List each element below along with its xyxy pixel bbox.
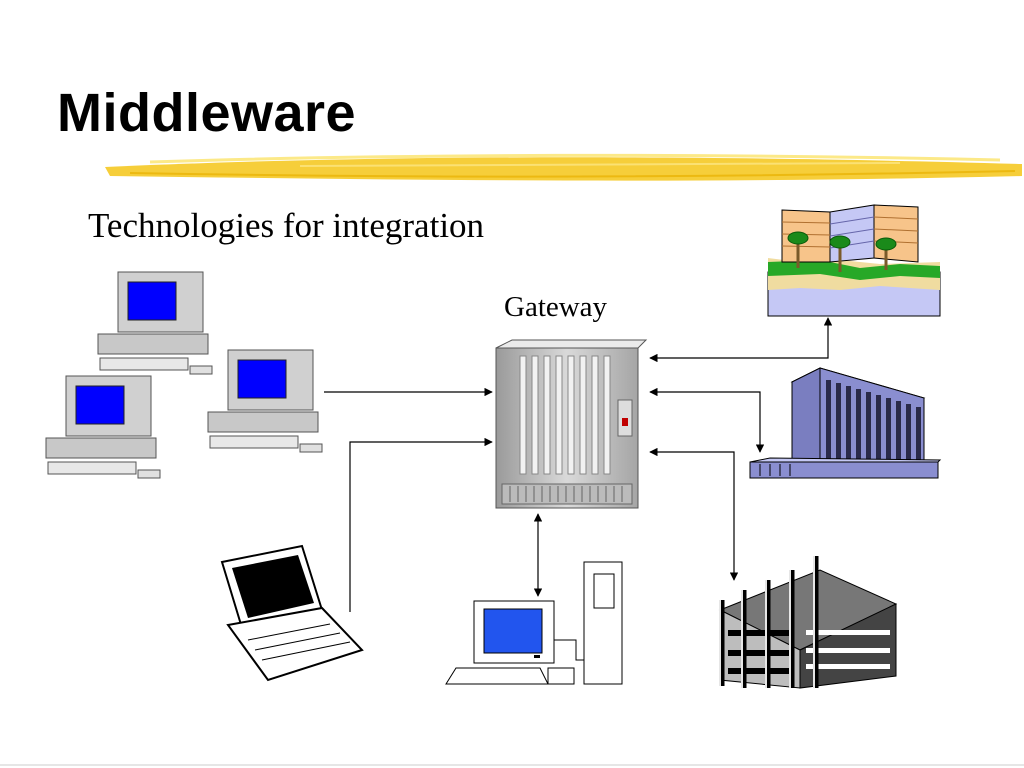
gateway-rack-icon [495,339,648,509]
connector-lines [324,317,833,612]
highlight-stroke [105,153,1022,181]
gateway-label: Gateway [504,291,608,323]
laptop-icon [220,544,364,682]
desktop-computer-icon [97,271,213,375]
factory-building-icon [718,556,898,689]
connector-laptop-gateway [349,437,493,612]
desktop-computer-icon [207,349,323,453]
connector-gateway-office [649,387,765,453]
desktop-computer-icon [45,375,161,479]
slide-subtitle: Technologies for integration [88,206,485,245]
connector-gateway-factory [649,447,739,581]
hotel-building-icon [767,204,941,317]
office-building-icon [749,367,942,479]
workstation-icon [445,561,623,685]
slide-title: Middleware [57,83,357,143]
connector-gateway-hotel [649,317,833,363]
footer-divider [0,764,1024,766]
